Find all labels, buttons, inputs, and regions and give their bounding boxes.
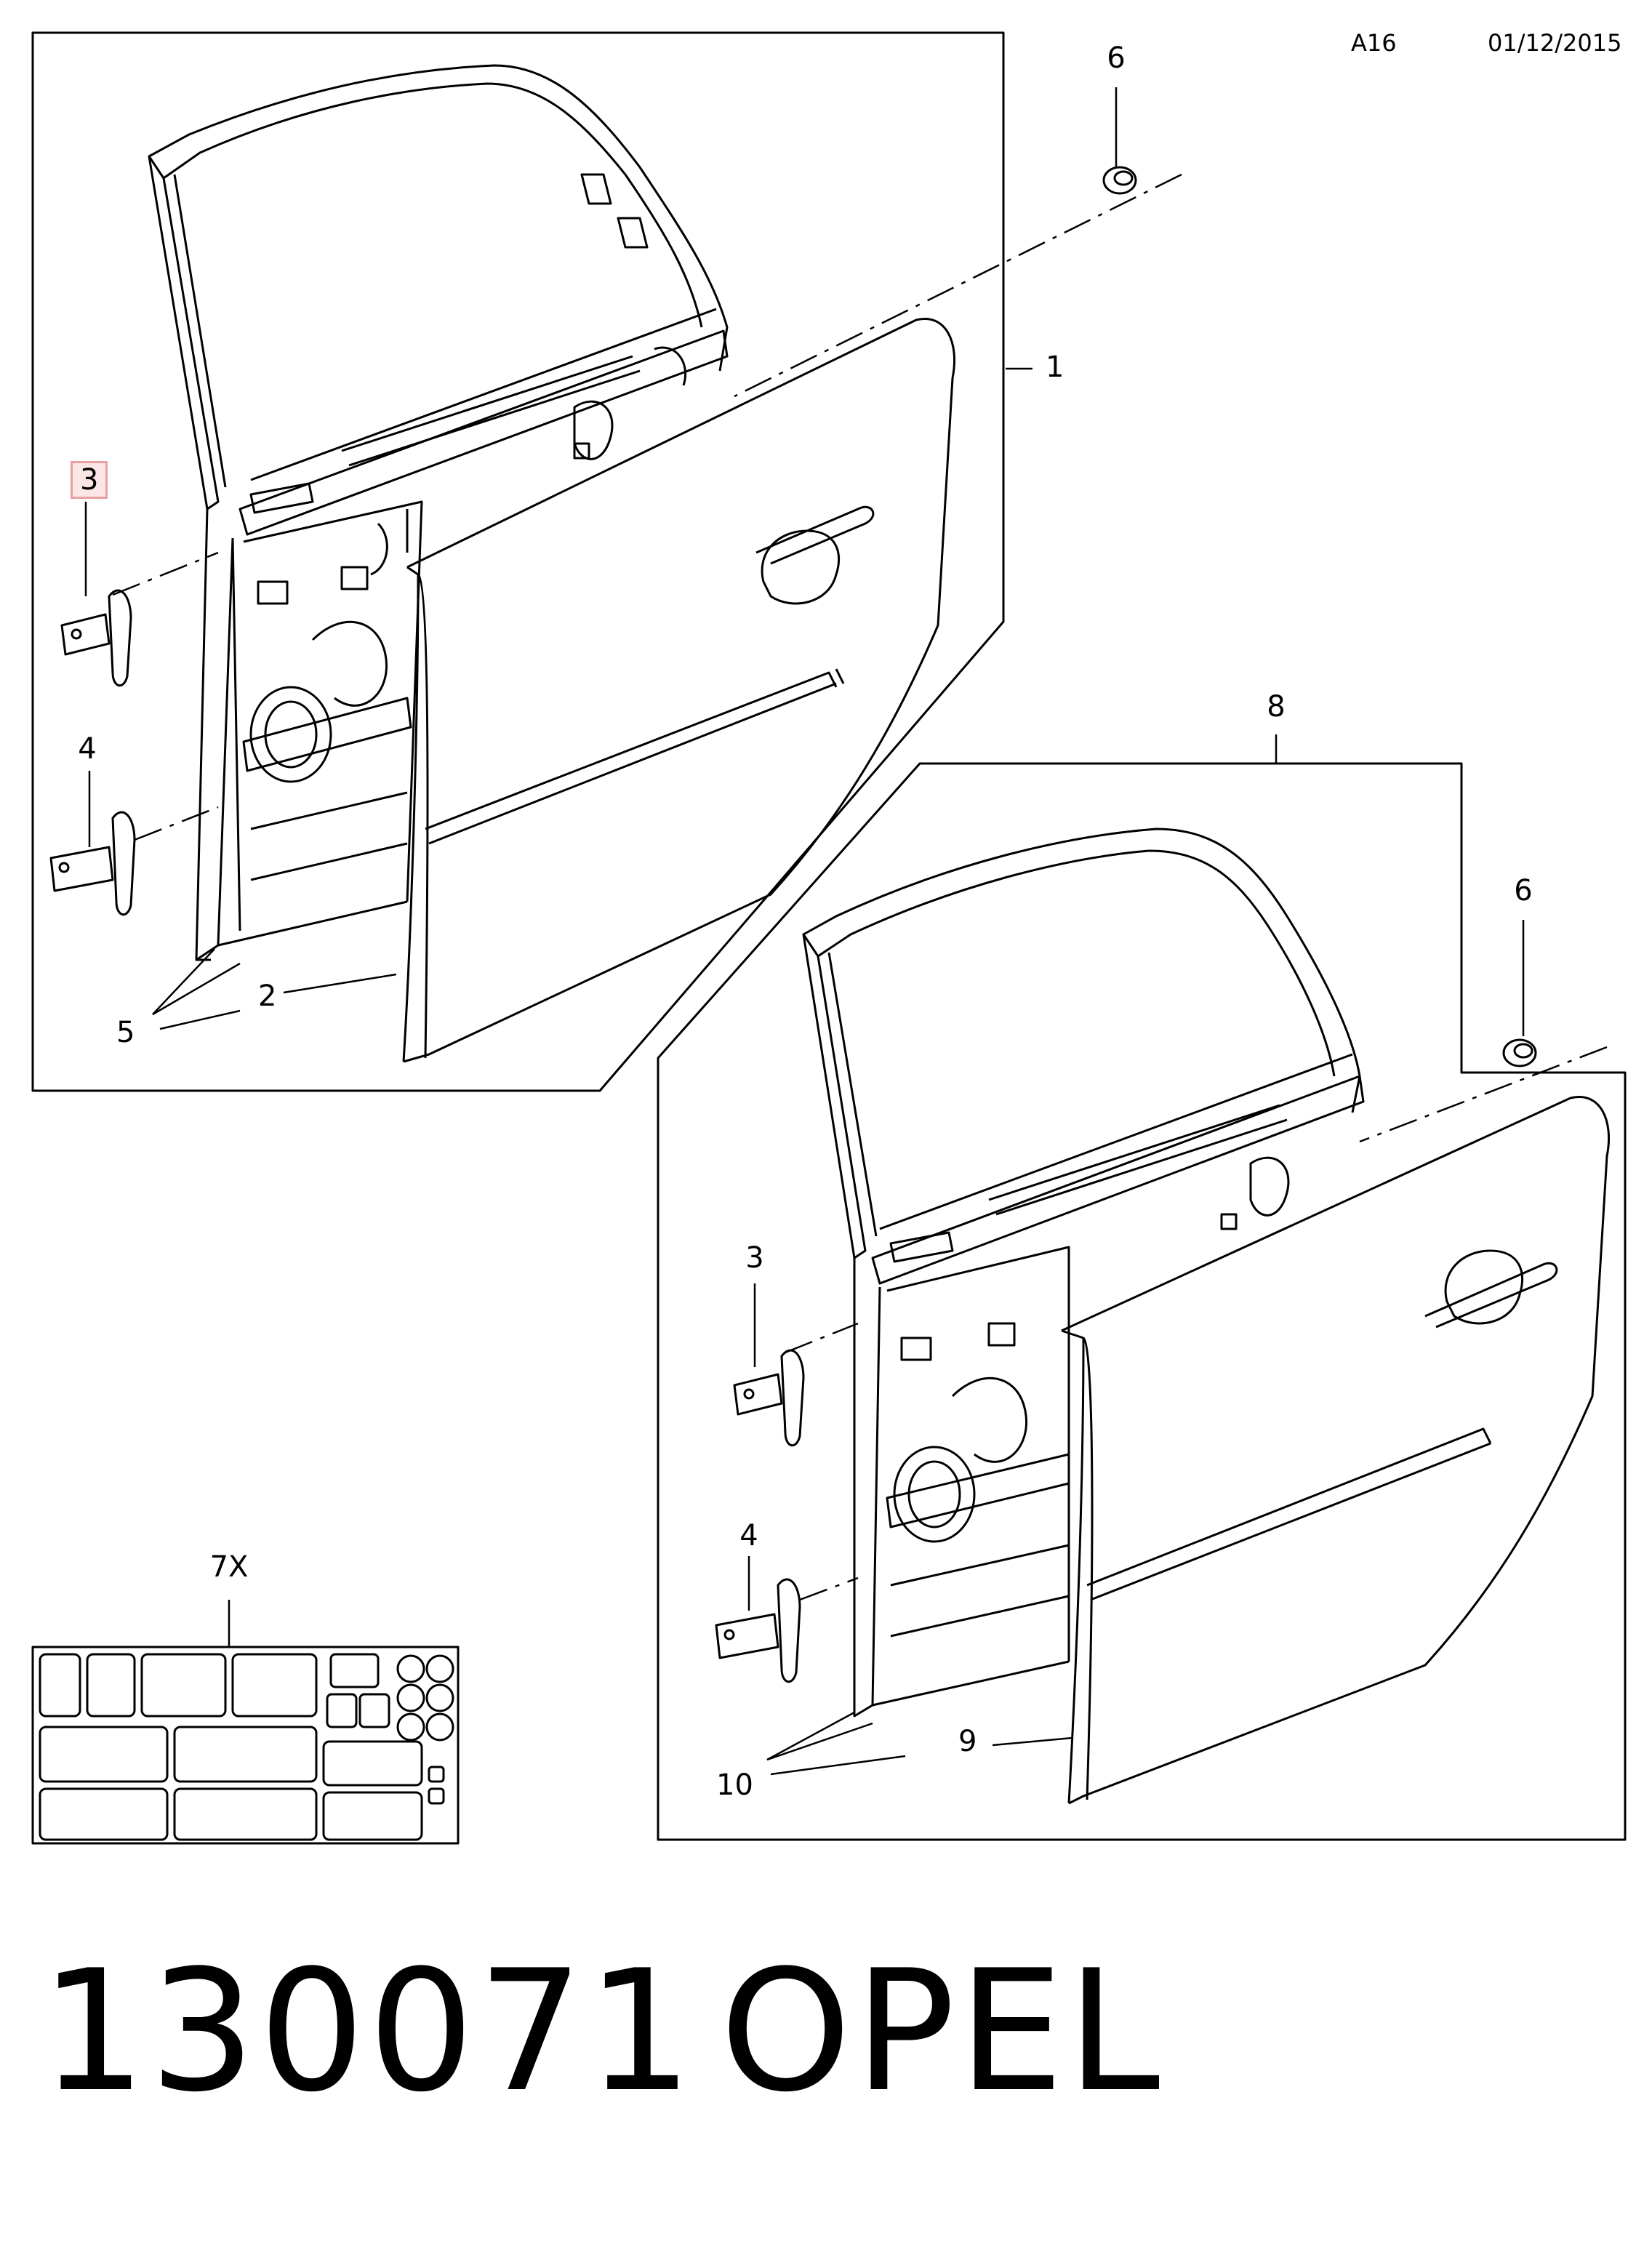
bottom-door-skin xyxy=(1061,1096,1611,1805)
callout-8[interactable]: 8 xyxy=(1267,690,1286,724)
callout-6-top[interactable]: 6 xyxy=(1107,41,1126,75)
callout-10[interactable]: 10 xyxy=(716,1768,753,1802)
top-door-frame xyxy=(148,64,729,961)
top-hinge-lower xyxy=(49,811,136,915)
assembly-lines xyxy=(112,173,1608,1601)
callout-9[interactable]: 9 xyxy=(958,1725,977,1758)
top-door-skin xyxy=(402,318,956,1063)
top-assembly-frame xyxy=(31,31,1005,1092)
page-date: 01/12/2015 xyxy=(1488,29,1622,57)
catalog-number: 130071 xyxy=(40,1935,696,2129)
callout-3-bottom[interactable]: 3 xyxy=(745,1241,764,1275)
callout-4-top[interactable]: 4 xyxy=(78,732,97,766)
callout-7x[interactable]: 7X xyxy=(209,1550,249,1584)
top-grommet xyxy=(1102,166,1137,195)
top-hinge-upper xyxy=(60,589,132,686)
bottom-hinge-lower xyxy=(715,1578,801,1683)
bottom-door-frame xyxy=(802,828,1365,1718)
bottom-hinge-upper xyxy=(733,1349,805,1446)
bottom-assembly-frame xyxy=(657,762,1627,1841)
kit-panel xyxy=(31,1646,460,1845)
callout-1[interactable]: 1 xyxy=(1046,350,1064,384)
callout-3-top-highlight: 3 xyxy=(70,461,108,499)
brand-name: OPEL xyxy=(720,1935,1163,2129)
bottom-grommet xyxy=(1502,1038,1537,1067)
leader-lines xyxy=(84,87,1525,1776)
page-code: A16 xyxy=(1351,29,1397,57)
callout-3-top[interactable]: 3 xyxy=(70,461,108,499)
callout-6-bottom[interactable]: 6 xyxy=(1514,874,1533,907)
callout-4-bottom[interactable]: 4 xyxy=(739,1519,758,1552)
callout-2[interactable]: 2 xyxy=(258,979,277,1013)
callout-5[interactable]: 5 xyxy=(116,1016,135,1049)
